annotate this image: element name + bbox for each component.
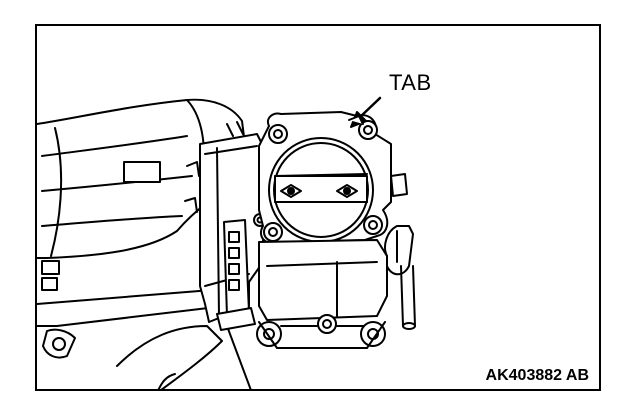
throttle-bore: [268, 137, 374, 243]
throttle-body-illustration: [37, 96, 416, 389]
intake-hose: [37, 98, 250, 259]
lower-housing: [256, 239, 388, 349]
tab-arrow: [348, 96, 382, 128]
tab-callout-label: TAB: [389, 70, 432, 95]
connector: [216, 219, 256, 331]
right-pipe: [384, 173, 416, 330]
diagram-frame: TAB AK403882 AB: [35, 24, 601, 391]
figure-id: AK403882 AB: [485, 367, 589, 384]
